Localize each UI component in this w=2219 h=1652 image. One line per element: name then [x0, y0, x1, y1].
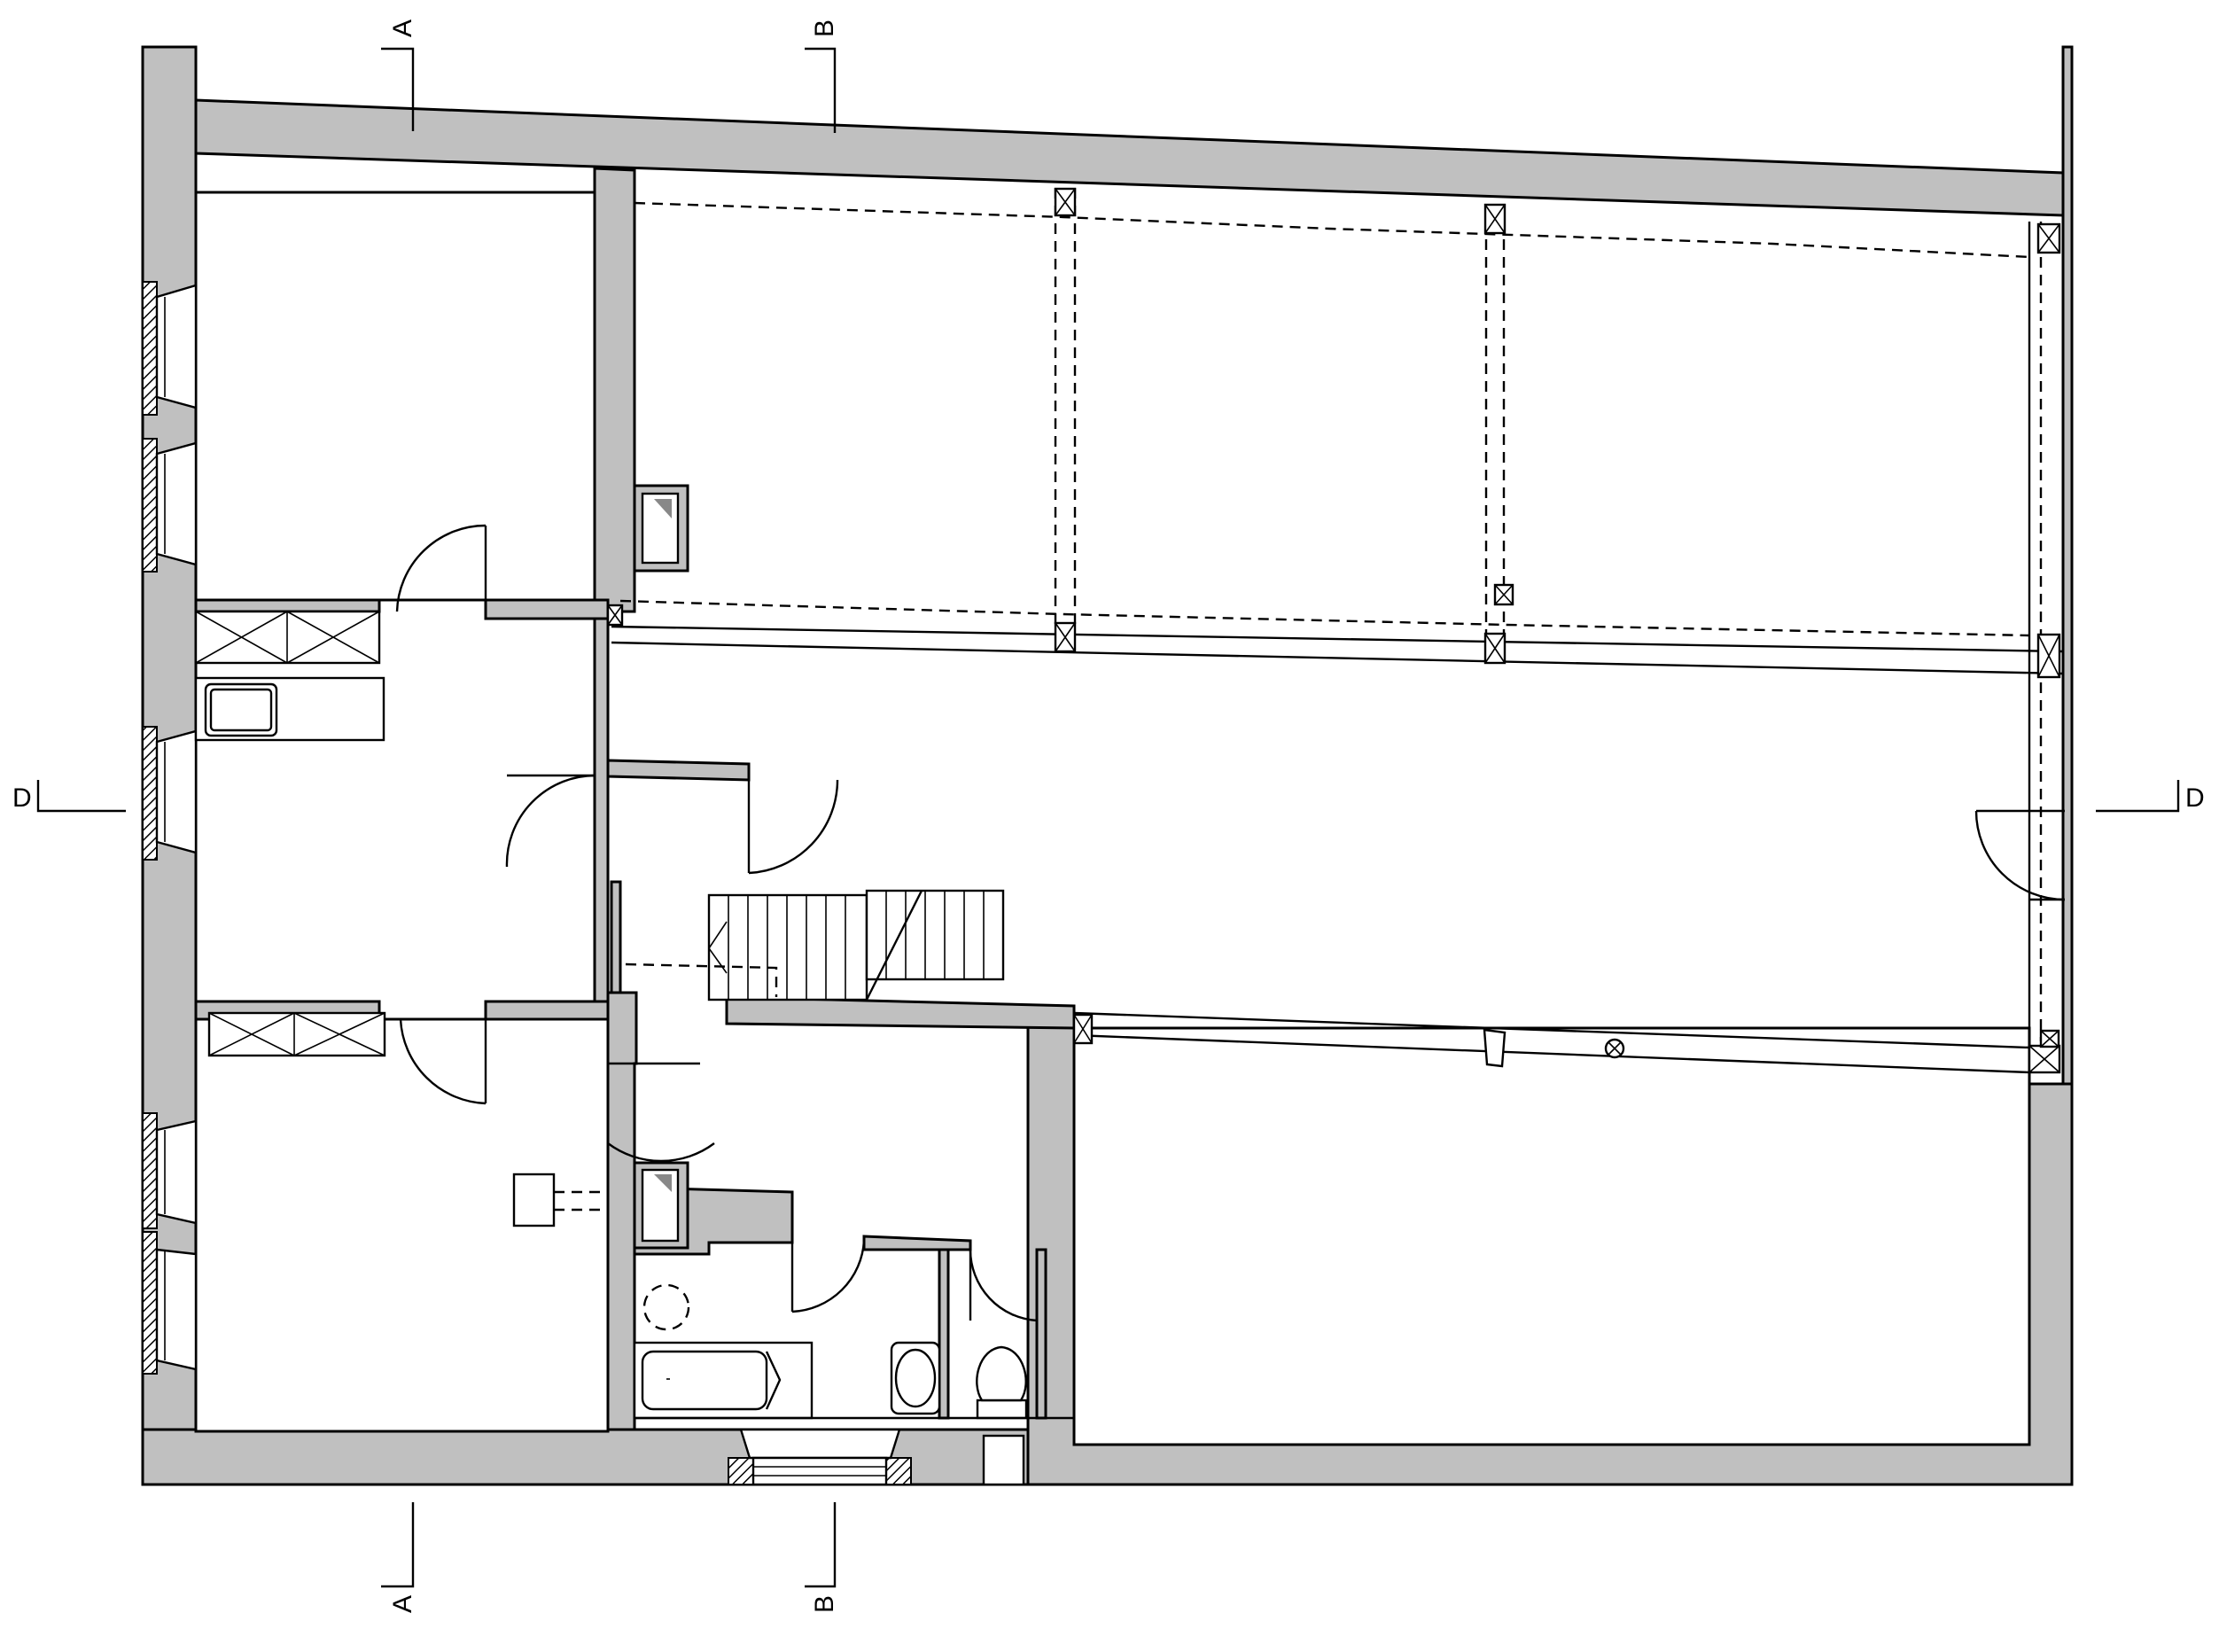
kitchen-counter	[194, 676, 385, 742]
window-5	[142, 1231, 198, 1375]
stair-treads	[708, 890, 985, 1001]
section-label-b-bottom: B	[810, 1595, 839, 1613]
section-marker-b-bottom: B	[805, 1502, 839, 1613]
section-marker-a-top: A	[381, 19, 417, 131]
left-windows	[142, 281, 198, 1375]
doors	[395, 524, 2066, 1322]
section-marker-d-right: D	[2096, 780, 2205, 813]
window-2	[142, 438, 198, 573]
column-markers	[606, 187, 2061, 1074]
section-marker-a-bottom: A	[381, 1502, 417, 1613]
section-label-d-left: D	[12, 783, 32, 813]
section-label-b-top: B	[810, 19, 839, 37]
radiator-box	[512, 1173, 608, 1227]
wardrobe-bottom	[207, 1011, 386, 1057]
hall-beams	[606, 187, 2064, 1074]
section-label-d-right: D	[2185, 783, 2205, 813]
window-1	[142, 281, 198, 416]
room-top-left	[194, 191, 596, 602]
chimney-top	[633, 484, 689, 573]
section-label-a-bottom: A	[388, 1595, 417, 1613]
section-marker-d-left: D	[12, 780, 126, 813]
window-4	[142, 1112, 198, 1229]
wardrobe-top	[194, 610, 381, 665]
rooms	[194, 191, 2031, 1446]
chimney-bottom	[633, 1161, 689, 1250]
bathroom-fixtures	[633, 1283, 1074, 1486]
staircase	[625, 889, 1005, 1001]
bottom-entrance	[728, 1428, 912, 1486]
section-label-a-top: A	[388, 19, 417, 37]
section-marker-b-top: B	[805, 19, 839, 133]
room-bottom-right	[1072, 1026, 2031, 1446]
washbasin	[890, 1341, 941, 1415]
toilet	[976, 1345, 1028, 1420]
window-3	[142, 726, 198, 861]
